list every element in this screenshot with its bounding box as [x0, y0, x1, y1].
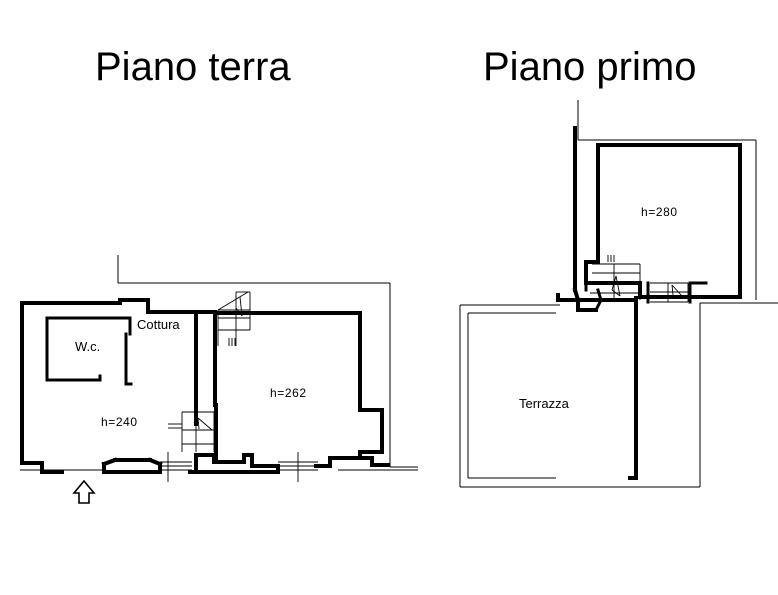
stair-right-grid	[650, 282, 689, 303]
entrance-arrow-icon	[72, 479, 96, 504]
page-title-piano-terra: Piano terra	[95, 45, 291, 89]
height-label-280: h=280	[641, 205, 678, 219]
room-label-wc: W.c.	[75, 339, 100, 354]
stair-lower-ground	[168, 411, 215, 452]
stair-landing-grid	[590, 255, 641, 300]
height-label-262: h=262	[270, 386, 307, 400]
cottura-partition	[124, 332, 133, 386]
central-dividing-wall	[194, 310, 217, 426]
perimeter-walls-ground	[20, 298, 217, 465]
page-title-piano-primo: Piano primo	[483, 45, 697, 89]
right-connector-walls	[646, 281, 708, 304]
plan-piano-primo: Terrazza h=280	[459, 100, 778, 488]
front-facade-wall	[20, 453, 390, 474]
wc-room-walls	[45, 316, 132, 382]
reference-lines-left	[20, 255, 418, 471]
room-label-cottura: Cottura	[137, 317, 180, 332]
plan-piano-terra: W.c. Cottura h=240 h=262	[20, 255, 418, 504]
height-label-240: h=240	[101, 415, 138, 429]
stair-upper-ground	[217, 291, 251, 346]
upper-room-walls	[584, 143, 742, 299]
terrace-walls	[556, 293, 638, 480]
threshold-hatching	[160, 452, 318, 482]
stair-landing-walls	[584, 281, 604, 313]
room-label-terrazza: Terrazza	[519, 396, 570, 411]
reference-lines-right	[459, 100, 778, 488]
